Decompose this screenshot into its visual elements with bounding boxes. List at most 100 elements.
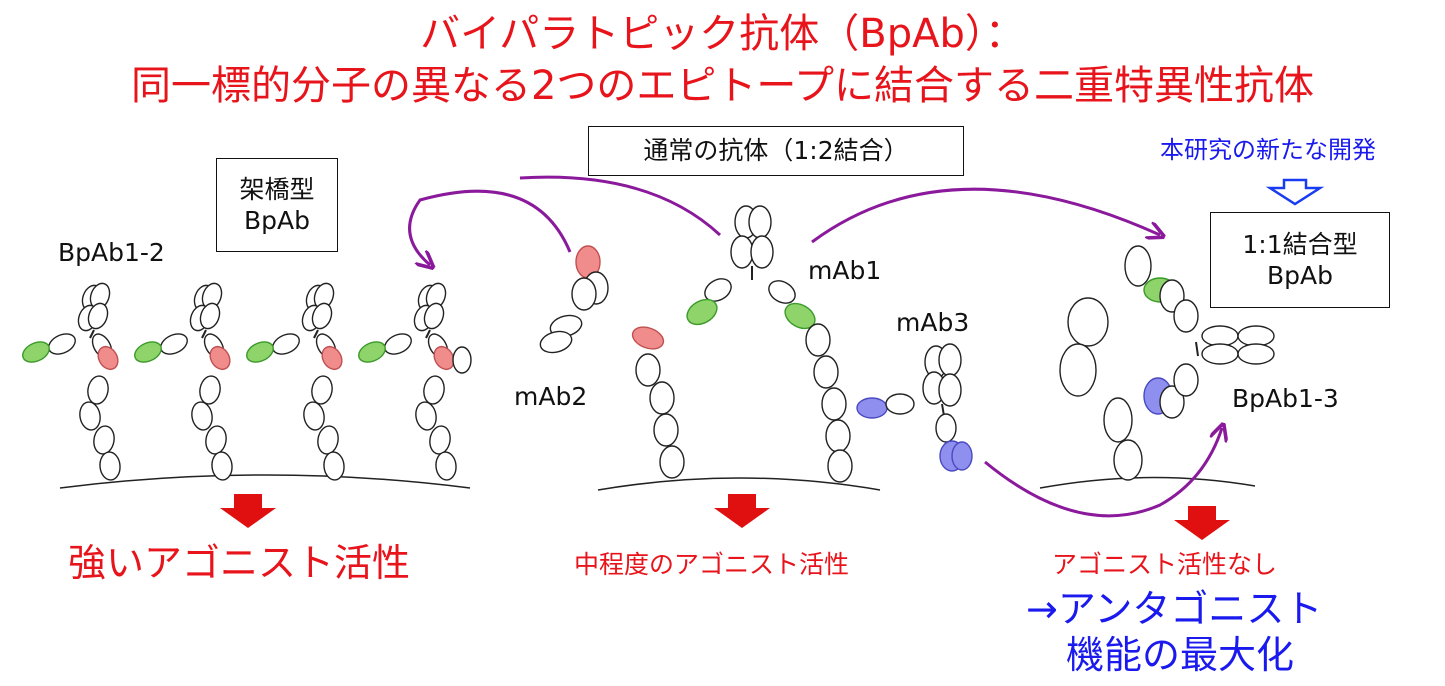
hinge-line	[89, 329, 95, 339]
cell-membrane-center	[597, 477, 881, 491]
domain-ellipse	[311, 302, 333, 330]
epitope2-domain	[321, 345, 343, 371]
domain-ellipse	[827, 449, 853, 483]
one-to-one-bpab-box: 1:1結合型 BpAb	[1210, 212, 1390, 308]
epitope2-domain	[209, 345, 231, 371]
mab1-label: mAb1	[808, 256, 882, 285]
domain-ellipse	[730, 235, 754, 269]
arrow-to-bridging	[408, 189, 572, 265]
hinge-line	[1195, 341, 1199, 357]
one-to-one-bpab-structure	[1059, 245, 1275, 481]
domain-ellipse	[805, 323, 831, 357]
domain-ellipse	[1103, 397, 1133, 443]
domain-ellipse	[1201, 343, 1239, 365]
arrow-from-mab3	[984, 428, 1222, 518]
domain-ellipse	[1173, 299, 1199, 333]
domain-ellipse	[423, 375, 445, 405]
domain-ellipse	[323, 451, 345, 481]
domain-ellipse	[93, 425, 115, 455]
domain-ellipse	[653, 413, 679, 447]
domain-ellipse	[1067, 297, 1109, 347]
domain-ellipse	[452, 346, 472, 374]
domain-ellipse	[79, 401, 101, 431]
epitope1-domain	[246, 341, 274, 363]
domain-ellipse	[659, 445, 685, 479]
domain-ellipse	[205, 425, 227, 455]
bpab12-label: BpAb1-2	[58, 238, 165, 267]
antagonist-line-2: 機能の最大化	[1066, 633, 1295, 677]
domain-ellipse	[160, 333, 188, 355]
domain-ellipse	[1124, 245, 1152, 287]
bridging-bpab-box: 架橋型 BpAb	[216, 158, 338, 252]
epitope1-domain	[134, 341, 162, 363]
epitope1-domain	[686, 298, 718, 326]
new-development-label: 本研究の新たな開発	[1160, 136, 1376, 164]
domain-ellipse	[539, 330, 573, 354]
mab2-label: mAb2	[514, 382, 588, 411]
domain-ellipse	[938, 373, 962, 407]
epitope3-domain	[951, 441, 973, 471]
domain-ellipse	[48, 333, 76, 355]
epitope1-domain	[358, 341, 386, 363]
domain-ellipse	[1059, 343, 1097, 397]
title-line-2: 同一標的分子の異なる2つのエピトープに結合する二重特異性抗体	[130, 63, 1315, 109]
domain-ellipse	[435, 451, 457, 481]
epitope2-domain	[433, 345, 455, 371]
domain-ellipse	[199, 375, 221, 405]
down-arrow-left	[220, 494, 276, 528]
domain-ellipse	[423, 302, 445, 330]
hinge-line	[313, 329, 319, 339]
domain-ellipse	[704, 278, 732, 302]
domain-ellipse	[1201, 325, 1239, 347]
domain-ellipse	[1237, 343, 1275, 365]
arrow-mab2-from-mab1	[519, 175, 722, 237]
hinge-line	[201, 329, 207, 339]
domain-ellipse	[317, 425, 339, 455]
epitope3-domain	[856, 397, 888, 419]
bridging-box-line-2: BpAb	[244, 206, 310, 235]
domain-ellipse	[99, 451, 121, 481]
domain-ellipse	[1113, 439, 1143, 481]
domain-ellipse	[1237, 325, 1275, 347]
mab3-label: mAb3	[896, 308, 970, 337]
domain-ellipse	[813, 355, 839, 389]
normal-antibody-label: 通常の抗体（1:2結合）	[643, 136, 909, 166]
domain-ellipse	[272, 333, 300, 355]
down-arrow-right	[1174, 506, 1230, 540]
domain-ellipse	[750, 235, 774, 269]
epitope1-domain	[22, 341, 50, 363]
domain-ellipse	[87, 302, 109, 330]
hinge-line	[425, 329, 431, 339]
domain-ellipse	[303, 401, 325, 431]
one-to-one-box-line-2: BpAb	[1267, 261, 1333, 290]
normal-antibody-box: 通常の抗体（1:2結合）	[588, 126, 964, 176]
domain-ellipse	[748, 205, 772, 239]
domain-ellipse	[1173, 363, 1199, 397]
domain-ellipse	[768, 280, 796, 304]
bpab13-label: BpAb1-3	[1232, 384, 1339, 413]
domain-ellipse	[938, 343, 962, 377]
domain-ellipse	[1159, 385, 1185, 419]
domain-ellipse	[885, 393, 915, 415]
epitope2-domain	[631, 326, 665, 350]
domain-ellipse	[191, 401, 213, 431]
domain-ellipse	[311, 375, 333, 405]
domain-ellipse	[199, 302, 221, 330]
normal-antibody-group	[539, 205, 973, 483]
domain-ellipse	[415, 401, 437, 431]
cell-membrane-right	[1039, 476, 1256, 489]
arrow-to-one-to-one	[811, 187, 1160, 244]
moderate-agonist-label: 中程度のアゴニスト活性	[574, 550, 850, 579]
bridging-bpab-chain	[22, 282, 472, 481]
strong-agonist-label: 強いアゴニスト活性	[68, 541, 411, 585]
hollow-down-arrow	[1265, 178, 1325, 206]
domain-ellipse	[649, 381, 675, 415]
domain-ellipse	[211, 451, 233, 481]
bridging-box-line-1: 架橋型	[239, 174, 315, 204]
domain-ellipse	[384, 333, 412, 355]
domain-ellipse	[825, 419, 851, 453]
domain-ellipse	[935, 413, 957, 443]
epitope2-domain	[97, 345, 119, 371]
